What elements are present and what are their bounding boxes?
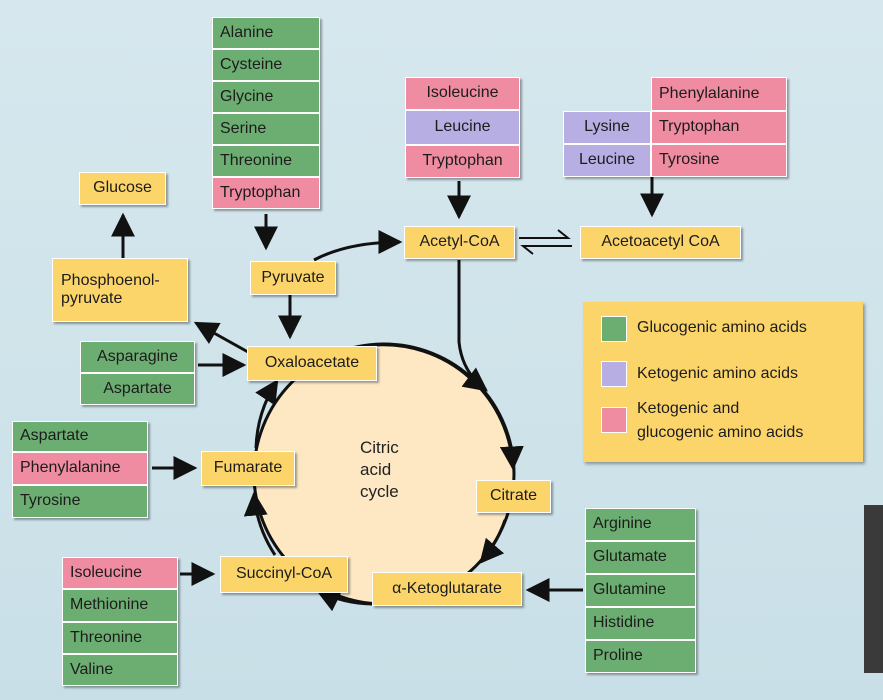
amino-acid-box: Glycine <box>212 81 320 113</box>
fumarate-node: Fumarate <box>201 451 295 486</box>
cycle-label-line: acid <box>360 460 392 480</box>
amino-acid-box: Threonine <box>62 622 178 654</box>
cycle-label-line: Citric <box>360 438 399 457</box>
amino-acid-box: Valine <box>62 654 178 686</box>
both-swatch <box>601 407 627 433</box>
amino-acid-box: Tyrosine <box>651 144 787 177</box>
acetoacetyl-input-group: Phenylalanine Tryptophan Tyrosine <box>651 77 787 177</box>
amino-acid-box: Tryptophan <box>651 111 787 144</box>
oxaloacetate-input-group: Asparagine Aspartate <box>80 341 195 405</box>
succinyl-input-group: Isoleucine Methionine Threonine Valine <box>62 557 178 686</box>
amino-acid-box: Lysine <box>563 111 651 144</box>
amino-acid-box: Phenylalanine <box>651 77 787 111</box>
amino-acid-box: Serine <box>212 113 320 145</box>
equilibrium-reverse <box>520 245 572 255</box>
amino-acid-box: Cysteine <box>212 49 320 81</box>
amino-acid-box: Leucine <box>563 144 651 177</box>
amino-acid-box: Threonine <box>212 145 320 177</box>
amino-acid-box: Aspartate <box>12 421 148 452</box>
amino-acid-box: Leucine <box>405 110 520 145</box>
amino-acid-box: Isoleucine <box>405 77 520 110</box>
pyruvate-input-group: Alanine Cysteine Glycine Serine Threonin… <box>212 17 320 209</box>
legend: Glucogenic amino acids Ketogenic amino a… <box>583 302 863 462</box>
arrow-citrate-ketoglutarate <box>479 519 507 564</box>
arrow-fumarate-oxaloacetate <box>254 378 279 449</box>
amino-acid-box: Isoleucine <box>62 557 178 589</box>
arrow-oxaloacetate-pep <box>193 321 249 354</box>
amino-acid-box: Asparagine <box>80 341 195 373</box>
glucogenic-legend-label: Glucogenic amino acids <box>637 319 807 336</box>
amino-acid-box: Tryptophan <box>405 145 520 178</box>
arrow-pyruvate-acetylcoa <box>313 230 403 262</box>
amino-acid-box: Phenylalanine <box>12 452 148 485</box>
phosphoenolpyruvate-node: Phosphoenol- pyruvate <box>52 258 188 322</box>
both-legend-label-line2: glucogenic amino acids <box>637 424 804 441</box>
amino-acid-box: Glutamate <box>585 541 696 574</box>
glucogenic-swatch <box>601 316 627 342</box>
both-legend-label-line1: Ketogenic and <box>637 400 740 417</box>
glucose-node: Glucose <box>79 172 166 205</box>
equilibrium-forward <box>519 229 571 239</box>
amino-acid-box: Alanine <box>212 17 320 49</box>
acetylcoa-input-group: Isoleucine Leucine Tryptophan <box>405 77 520 178</box>
citric-acid-cycle-label: Citric acid cycle <box>360 437 399 503</box>
ketogenic-swatch <box>601 361 627 387</box>
pep-label-line2: pyruvate <box>61 290 123 307</box>
ketoglutarate-input-group: Arginine Glutamate Glutamine Histidine P… <box>585 508 696 673</box>
amino-acid-box: Tyrosine <box>12 485 148 518</box>
alpha-ketoglutarate-node: α-Ketoglutarate <box>372 572 522 606</box>
amino-acid-box: Tryptophan <box>212 177 320 209</box>
amino-acid-box: Histidine <box>585 607 696 640</box>
citrate-node: Citrate <box>476 480 551 513</box>
acetylcoa-node: Acetyl-CoA <box>404 226 515 259</box>
amino-acid-box: Aspartate <box>80 373 195 405</box>
pyruvate-node: Pyruvate <box>250 261 336 295</box>
oxaloacetate-node: Oxaloacetate <box>247 346 377 381</box>
arrow-succinyl-fumarate <box>243 491 277 556</box>
amino-acid-box: Proline <box>585 640 696 673</box>
amino-acid-box: Methionine <box>62 589 178 622</box>
amino-acid-box: Glutamine <box>585 574 696 607</box>
arrow-acetylcoa-citrate <box>457 260 488 392</box>
background-panel-edge <box>864 505 883 673</box>
pep-label-line1: Phosphoenol- <box>61 271 160 289</box>
succinylcoa-node: Succinyl-CoA <box>220 556 348 593</box>
ketogenic-legend-label: Ketogenic amino acids <box>637 365 798 382</box>
amino-acid-box: Arginine <box>585 508 696 541</box>
acetoacetylcoa-node: Acetoacetyl CoA <box>580 226 741 259</box>
cycle-label-line: cycle <box>360 482 399 502</box>
fumarate-input-group: Aspartate Phenylalanine Tyrosine <box>12 421 148 518</box>
